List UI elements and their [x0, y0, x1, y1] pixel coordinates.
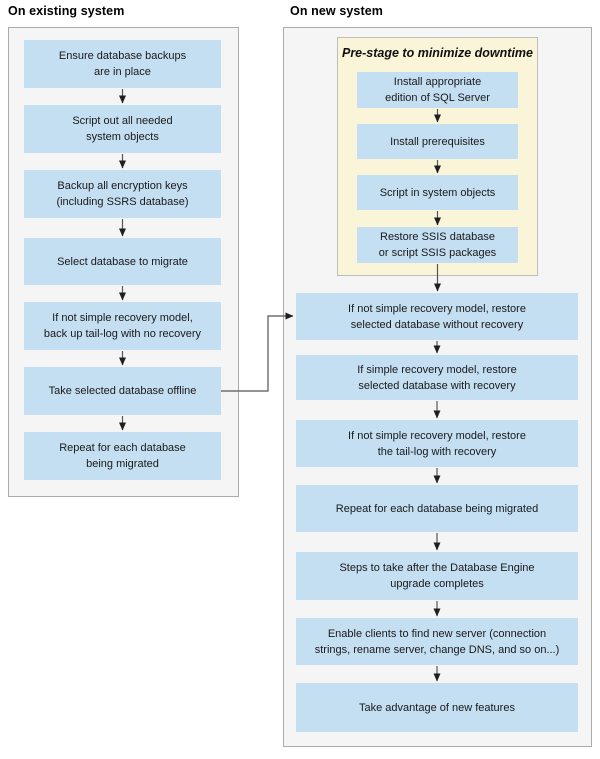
step-take-database-offline: Take selected database offline — [24, 367, 221, 415]
step-new-features: Take advantage of new features — [296, 683, 578, 732]
step-repeat-new: Repeat for each database being migrated — [296, 485, 578, 532]
step-backup-tail-log: If not simple recovery model, back up ta… — [24, 302, 221, 350]
step-ensure-backups: Ensure database backups are in place — [24, 40, 221, 88]
step-install-prerequisites: Install prerequisites — [357, 124, 518, 159]
step-restore-with-recovery: If simple recovery model, restore select… — [296, 355, 578, 400]
step-script-in-system-objects: Script in system objects — [357, 175, 518, 210]
prestage-title: Pre-stage to minimize downtime — [341, 46, 533, 60]
step-select-database: Select database to migrate — [24, 238, 221, 285]
step-restore-without-recovery: If not simple recovery model, restore se… — [296, 293, 578, 340]
step-install-sql-server: Install appropriate edition of SQL Serve… — [357, 72, 518, 108]
new-system-heading: On new system — [290, 4, 383, 18]
existing-system-heading: On existing system — [8, 4, 125, 18]
step-script-system-objects: Script out all needed system objects — [24, 105, 221, 153]
step-restore-tail-log: If not simple recovery model, restore th… — [296, 420, 578, 467]
step-restore-ssis: Restore SSIS database or script SSIS pac… — [357, 227, 518, 263]
step-repeat-existing: Repeat for each database being migrated — [24, 432, 221, 480]
step-enable-clients: Enable clients to find new server (conne… — [296, 618, 578, 665]
step-post-upgrade-steps: Steps to take after the Database Engine … — [296, 552, 578, 600]
step-backup-encryption-keys: Backup all encryption keys (including SS… — [24, 170, 221, 218]
